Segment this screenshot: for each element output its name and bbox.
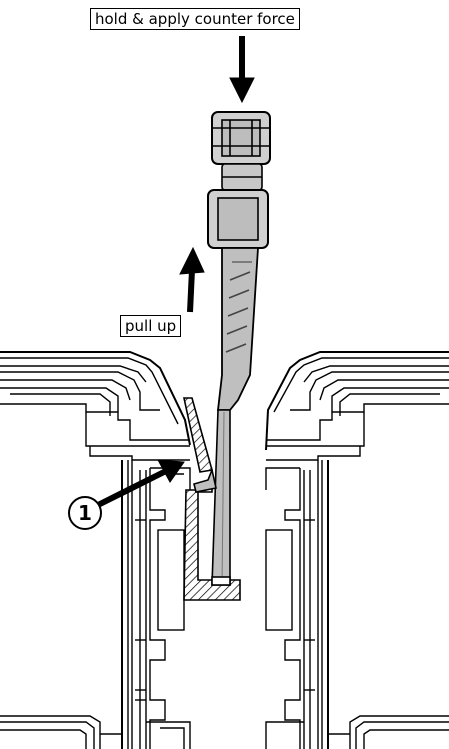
force-arrow <box>229 36 255 104</box>
pull-up-arrow <box>179 246 205 313</box>
right-housing <box>265 351 449 749</box>
callout-arrow <box>96 459 185 508</box>
callout-number-1: 1 <box>68 496 102 530</box>
counter-force-label: hold & apply counter force <box>90 8 300 30</box>
puller-tool <box>193 111 271 586</box>
left-housing <box>0 351 191 749</box>
pull-up-label: pull up <box>120 315 182 337</box>
